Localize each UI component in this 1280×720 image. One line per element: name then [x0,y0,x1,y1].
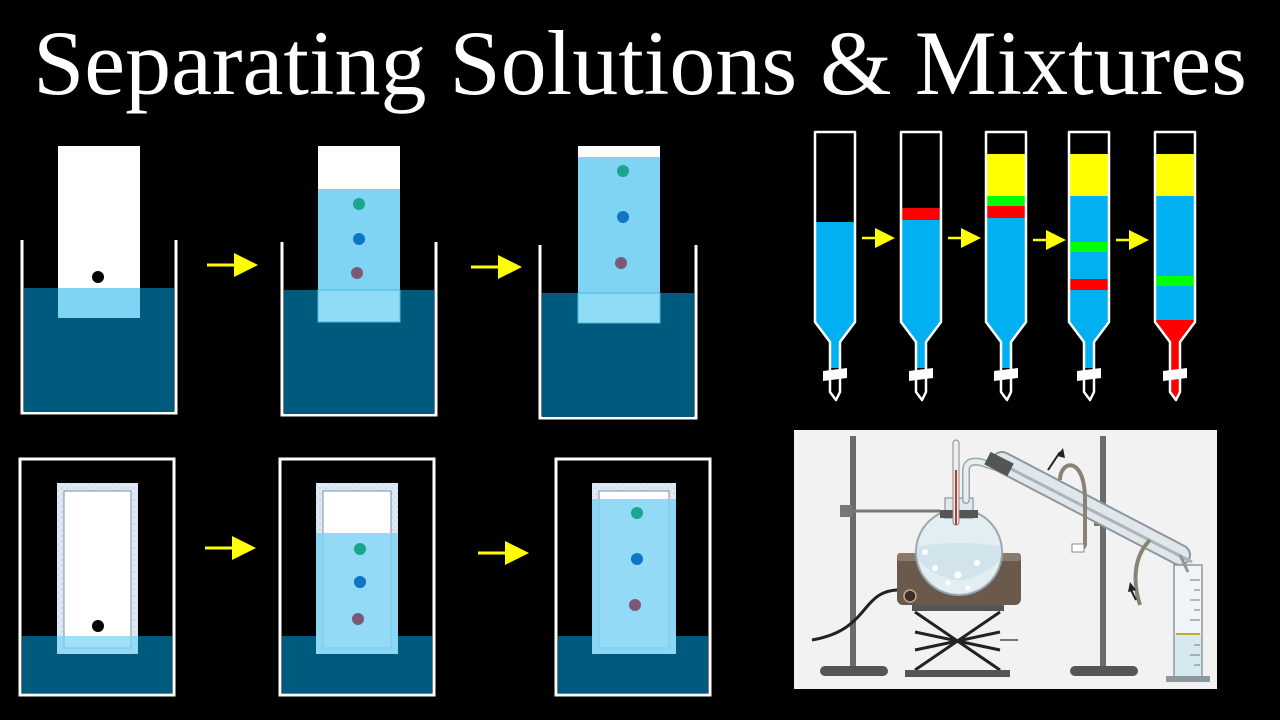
paper-stage-1 [20,146,178,415]
paper-chromatography [20,146,698,420]
band-yellow [986,154,1026,196]
spot-teal [631,507,643,519]
beaker-3 [538,245,698,420]
retort-stand-base [1070,666,1138,676]
paper-stage-3 [538,146,698,420]
tlc-stage-1 [18,457,176,697]
stopcock-icon [1163,368,1187,381]
beaker-1 [20,240,178,415]
retort-stand-base [820,666,888,676]
spot-purple [352,613,364,625]
spot-black [92,620,104,632]
spot-purple [629,599,641,611]
band-green [1155,276,1195,286]
tank-1 [18,457,176,697]
condenser [984,451,1193,566]
spot-blue [631,553,643,565]
band-red [901,208,941,220]
tank-3 [554,457,712,697]
spot-purple [351,267,363,279]
column-3 [984,130,1028,402]
column-1 [813,130,857,402]
submerged-paper-3 [577,292,661,324]
spot-teal [354,543,366,555]
cooling-tube-in [1133,538,1152,606]
band-red [986,206,1026,218]
graduated-cylinder [1166,564,1210,682]
submerged-paper-2 [317,289,401,323]
column-4 [1067,130,1111,402]
page-title: Separating Solutions & Mixtures [33,12,1247,114]
distillation-apparatus [794,430,1217,689]
retort-stand-rod [850,436,856,670]
column-5 [1153,130,1197,402]
spot-teal [617,165,629,177]
tank-2 [278,457,436,697]
band-red-eluting [1155,320,1195,398]
stopcock-icon [994,368,1018,381]
stopcock-icon [823,368,847,381]
power-cord [811,588,898,642]
spot-blue [617,211,629,223]
paper-stage-2 [280,146,438,417]
band-green [1069,242,1109,252]
spot-blue [354,576,366,588]
thin-layer-chromatography [18,457,712,697]
column-chromatography [813,130,1197,402]
band-yellow [1069,154,1109,196]
stopcock-icon [1077,368,1101,381]
band-red [1069,279,1109,290]
knob-icon [903,589,917,603]
band-green [986,196,1026,206]
tlc-stage-3 [554,457,712,697]
tlc-stage-2 [278,457,436,697]
spot-blue [353,233,365,245]
lab-jack [914,610,1001,672]
column-2 [899,130,943,402]
wet-paper-1 [58,288,140,318]
spot-purple [615,257,627,269]
wet-plate-1 [57,636,138,654]
retort-stand-rod [1100,436,1106,670]
spot-black [92,271,104,283]
wet-plate-3 [592,499,676,654]
band-yellow [1155,154,1195,196]
stopcock-icon [909,368,933,381]
beaker-2 [280,242,438,417]
spot-teal [353,198,365,210]
